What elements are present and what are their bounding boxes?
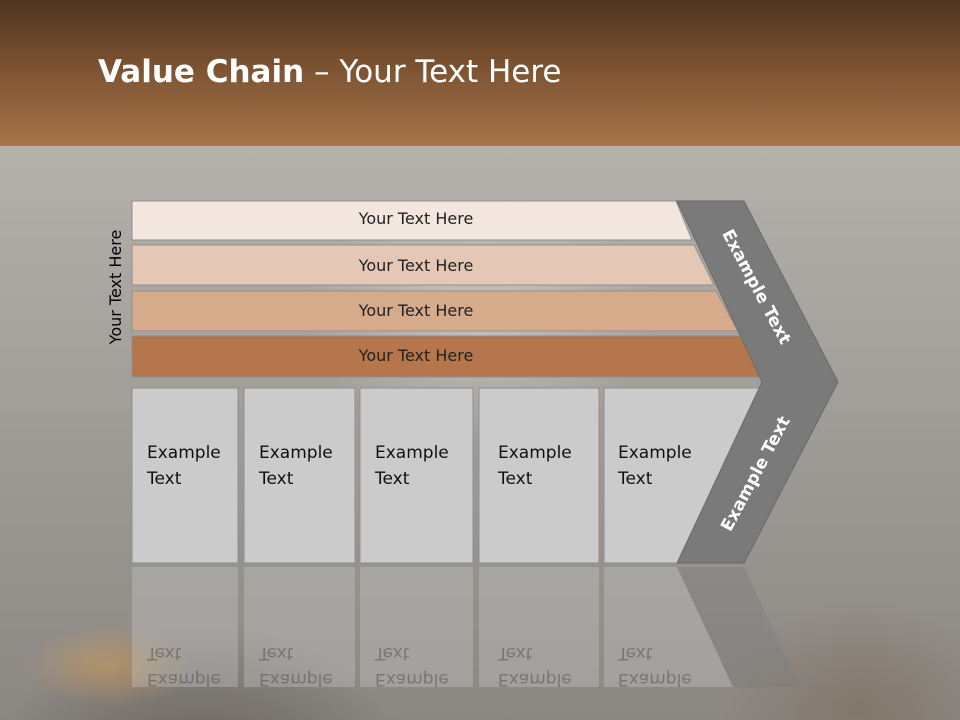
title-rest: – Your Text Here [304, 54, 562, 90]
box-1-line1: Example [147, 443, 221, 463]
box-3-line2: Text [375, 469, 410, 489]
box-2-refl-line1: Example [259, 669, 333, 689]
box-5-line2: Text [618, 469, 653, 489]
box-1-line2: Text [147, 469, 182, 489]
vertical-side-label[interactable]: Your Text Here [106, 229, 125, 345]
row-2-shape[interactable] [131, 244, 715, 286]
title-bold: Value Chain [98, 54, 305, 90]
row-1-label[interactable]: Your Text Here [358, 209, 474, 228]
box-5-line1: Example [618, 443, 692, 463]
box-5-refl-line2: Text [618, 643, 653, 663]
row-3-label[interactable]: Your Text Here [358, 301, 474, 320]
row-4-label[interactable]: Your Text Here [358, 346, 474, 365]
box-5-reflection: Example Text [618, 640, 692, 692]
chevron-arrow[interactable] [676, 200, 839, 564]
box-1-refl-line1: Example [147, 669, 221, 689]
reflection [132, 567, 800, 687]
box-1-shape[interactable] [131, 387, 239, 564]
box-4-line1: Example [498, 443, 572, 463]
box-4-refl-line1: Example [498, 669, 572, 689]
box-1-reflection: Example Text [147, 640, 221, 692]
box-2-refl-line2: Text [259, 643, 294, 663]
slide-title[interactable]: Value Chain – Your Text Here [98, 54, 561, 90]
box-3-refl-line1: Example [375, 669, 449, 689]
box-4-refl-line2: Text [498, 643, 533, 663]
box-4-line2: Text [498, 469, 533, 489]
box-5-refl-line1: Example [618, 669, 692, 689]
box-2-reflection: Example Text [259, 640, 333, 692]
box-3-reflection: Example Text [375, 640, 449, 692]
row-1-shape[interactable] [131, 200, 693, 241]
title-bar [0, 0, 960, 146]
box-2-line1: Example [259, 443, 333, 463]
box-3-shape[interactable] [359, 387, 474, 564]
box-4-reflection: Example Text [498, 640, 572, 692]
box-2-shape[interactable] [243, 387, 356, 564]
row-2-label[interactable]: Your Text Here [358, 256, 474, 275]
box-3-line1: Example [375, 443, 449, 463]
box-2-line2: Text [259, 469, 294, 489]
box-4-shape[interactable] [478, 387, 600, 564]
box-1-refl-line2: Text [147, 643, 182, 663]
box-3-refl-line2: Text [375, 643, 410, 663]
